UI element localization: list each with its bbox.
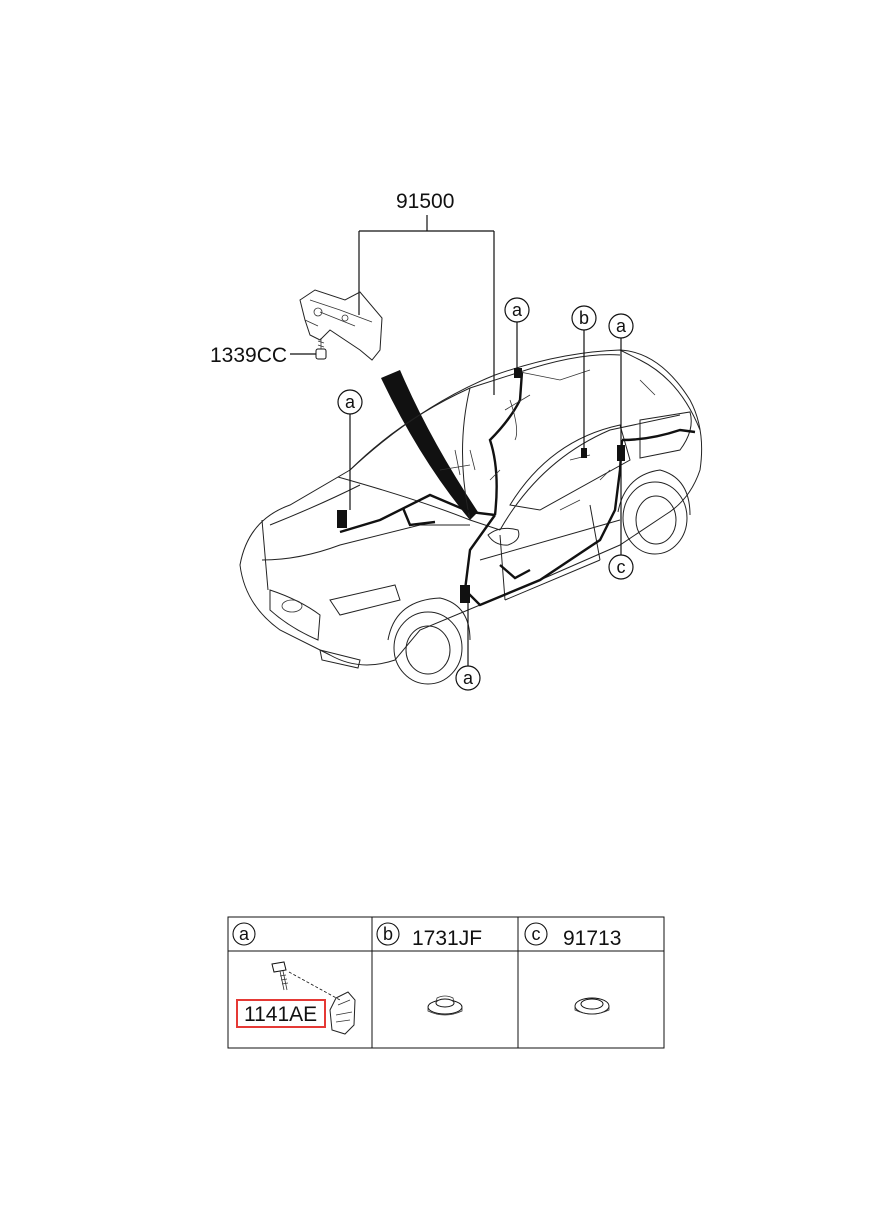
svg-text:c: c — [617, 557, 626, 577]
bolt-part-label[interactable]: 1339CC — [210, 344, 287, 367]
svg-text:a: a — [239, 924, 250, 944]
main-part-bracket — [358, 215, 495, 395]
car-illustration — [239, 349, 703, 685]
control-unit-bracket — [299, 289, 383, 361]
part-1731jf-label[interactable]: 1731JF — [412, 927, 482, 950]
highlight-box — [236, 999, 326, 1028]
table-cell-a-header: a — [232, 922, 256, 946]
svg-text:a: a — [345, 392, 356, 412]
part-1141ae-label[interactable]: 1141AE — [244, 1003, 317, 1026]
bolt-1141ae-icon — [271, 961, 341, 1001]
table-cell-c-header: c 91713 — [524, 922, 621, 950]
grommet-1731jf-icon — [427, 995, 463, 1016]
svg-text:a: a — [463, 668, 474, 688]
callout-b[interactable]: b — [571, 305, 597, 448]
parts-table — [227, 916, 665, 1049]
svg-text:c: c — [532, 924, 541, 944]
bolt-icon — [315, 338, 327, 360]
callout-a-rear[interactable]: a — [608, 313, 634, 445]
callout-a-bottom[interactable]: a — [455, 603, 481, 691]
svg-text:a: a — [512, 300, 523, 320]
svg-text:b: b — [579, 308, 589, 328]
wiring-harness — [337, 368, 696, 607]
callout-c[interactable]: c — [608, 461, 634, 580]
connector-clip-icon — [329, 991, 356, 1035]
part-91713-label[interactable]: 91713 — [563, 927, 621, 950]
pointer-arrow — [381, 370, 478, 520]
main-part-label[interactable]: 91500 — [396, 190, 454, 213]
callout-a-left[interactable]: a — [337, 389, 363, 510]
table-cell-b-header: b 1731JF — [376, 922, 482, 950]
svg-text:b: b — [383, 924, 393, 944]
callout-a-top[interactable]: a — [504, 297, 530, 368]
svg-text:a: a — [616, 316, 627, 336]
plug-91713-icon — [574, 997, 610, 1015]
